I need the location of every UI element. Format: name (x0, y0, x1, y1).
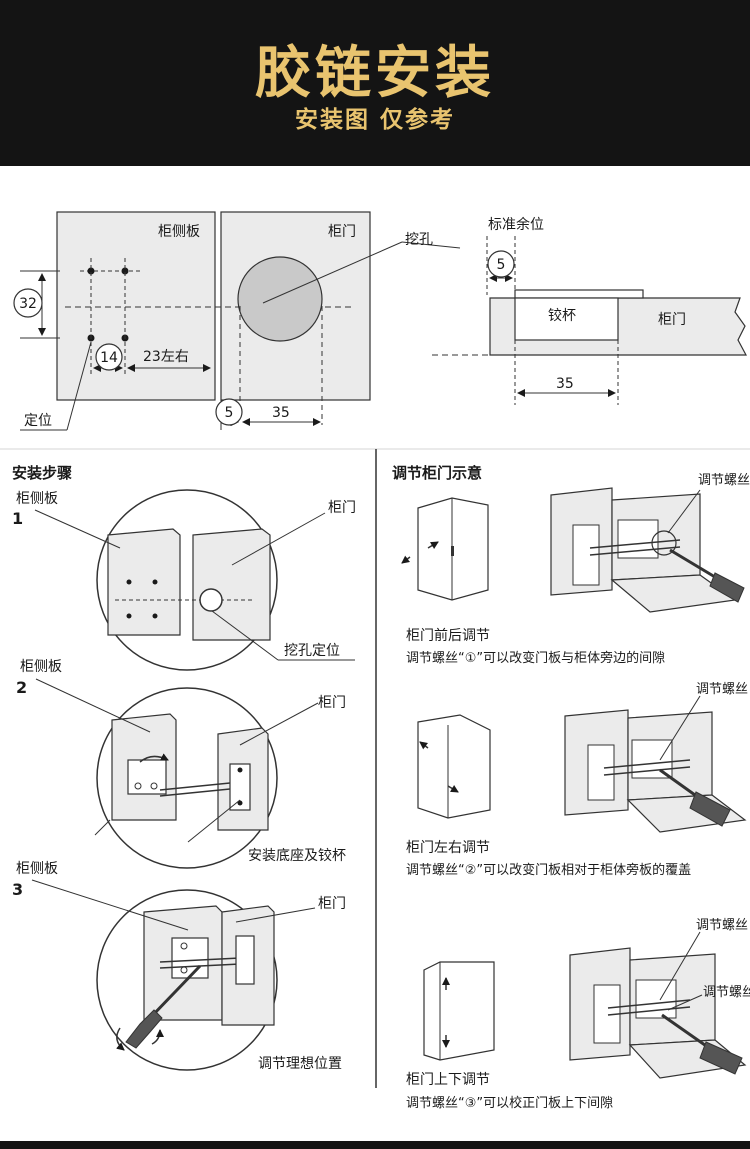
adjust-row1-title: 柜门前后调节 (406, 627, 490, 644)
door-section-label: 柜门 (658, 312, 686, 328)
cup-shape (514, 297, 619, 341)
step2-side-panel-label: 柜侧板 (20, 659, 62, 675)
page-title: 胶链安装 (255, 41, 495, 106)
install-heading: 安装步骤 (12, 464, 72, 482)
step3-door-label: 柜门 (318, 896, 346, 912)
step2-door-label: 柜门 (318, 695, 346, 711)
adjust-row3-desc: 调节螺丝“③”可以校正门板上下间隙 (406, 1095, 613, 1111)
adjust-row-1: 调节螺丝 柜门前后调节 调节螺丝“①”可以改变门板与柜体旁边的间隙 (401, 473, 750, 666)
adjust-row2-title: 柜门左右调节 (406, 840, 490, 856)
install-step-3: 柜侧板 3 柜门 调节理想位置 (12, 861, 346, 1072)
install-step-1: 柜侧板 1 柜门 挖孔定位 (12, 489, 356, 671)
step3-caption: 调节理想位置 (258, 1056, 342, 1072)
header-banner: 胶链安装 安装图 仅参考 (0, 0, 750, 166)
step3-number: 3 (12, 880, 23, 899)
adjust-screw-label-3: 调节螺丝 (696, 918, 748, 933)
step2-number: 2 (16, 678, 27, 697)
page-subtitle: 安装图 仅参考 (294, 107, 455, 133)
door-panel-label: 柜门 (328, 224, 356, 240)
step1-door-label: 柜门 (328, 500, 356, 516)
adjust-screw-label-2: 调节螺丝 (696, 682, 748, 697)
adjust-heading: 调节柜门示意 (392, 464, 482, 482)
dim-35-label: 35 (272, 405, 290, 421)
adjust-row3-title: 柜门上下调节 (406, 1072, 490, 1088)
measurement-diagram: 柜侧板 柜门 挖孔 32 14 23左右 (13, 211, 461, 431)
cup-hole-shape (237, 256, 323, 342)
dim-5-right-label: 5 (497, 257, 506, 273)
adjust-row2-desc: 调节螺丝“②”可以改变门板相对于柜体旁板的覆盖 (406, 862, 691, 878)
standard-margin-label: 标准余位 (488, 216, 544, 233)
step1-number: 1 (12, 509, 23, 528)
hole-label: 挖孔 (405, 232, 433, 248)
installation-diagram: 柜侧板 柜门 挖孔 32 14 23左右 (0, 211, 750, 1111)
step2-caption: 安装底座及铰杯 (248, 848, 346, 864)
bottom-bar (0, 1141, 750, 1149)
cup-label: 铰杯 (548, 308, 576, 324)
dim-23-label: 23左右 (143, 349, 189, 365)
adjust-row-3: 调节螺丝 调节螺丝 柜门上下调节 调节螺丝“③”可以校正门板上下间隙 (406, 918, 750, 1111)
adjust-screw-label-1: 调节螺丝 (698, 473, 750, 488)
adjust-row-2: 调节螺丝 柜门左右调节 调节螺丝“②”可以改变门板相对于柜体旁板的覆盖 (406, 682, 748, 878)
dim-35-right-label: 35 (556, 376, 574, 392)
side-panel-label: 柜侧板 (158, 224, 200, 240)
adjust-row1-desc: 调节螺丝“①”可以改变门板与柜体旁边的间隙 (406, 650, 665, 666)
step1-side-panel-label: 柜侧板 (16, 491, 58, 507)
step3-side-panel-label: 柜侧板 (16, 861, 58, 877)
dim-32-label: 32 (19, 296, 37, 312)
dim-14-label: 14 (100, 350, 118, 366)
cross-section-diagram: 标准余位 5 铰杯 柜门 35 (432, 216, 747, 405)
step1-caption: 挖孔定位 (284, 643, 340, 659)
install-step-2: 柜侧板 2 柜门 安装底座及铰杯 (16, 659, 346, 869)
adjust-screw-label-4: 调节螺丝 (703, 985, 750, 1000)
side-panel-shape (56, 211, 216, 401)
dim-5-label: 5 (225, 405, 234, 421)
locate-label: 定位 (24, 413, 52, 429)
